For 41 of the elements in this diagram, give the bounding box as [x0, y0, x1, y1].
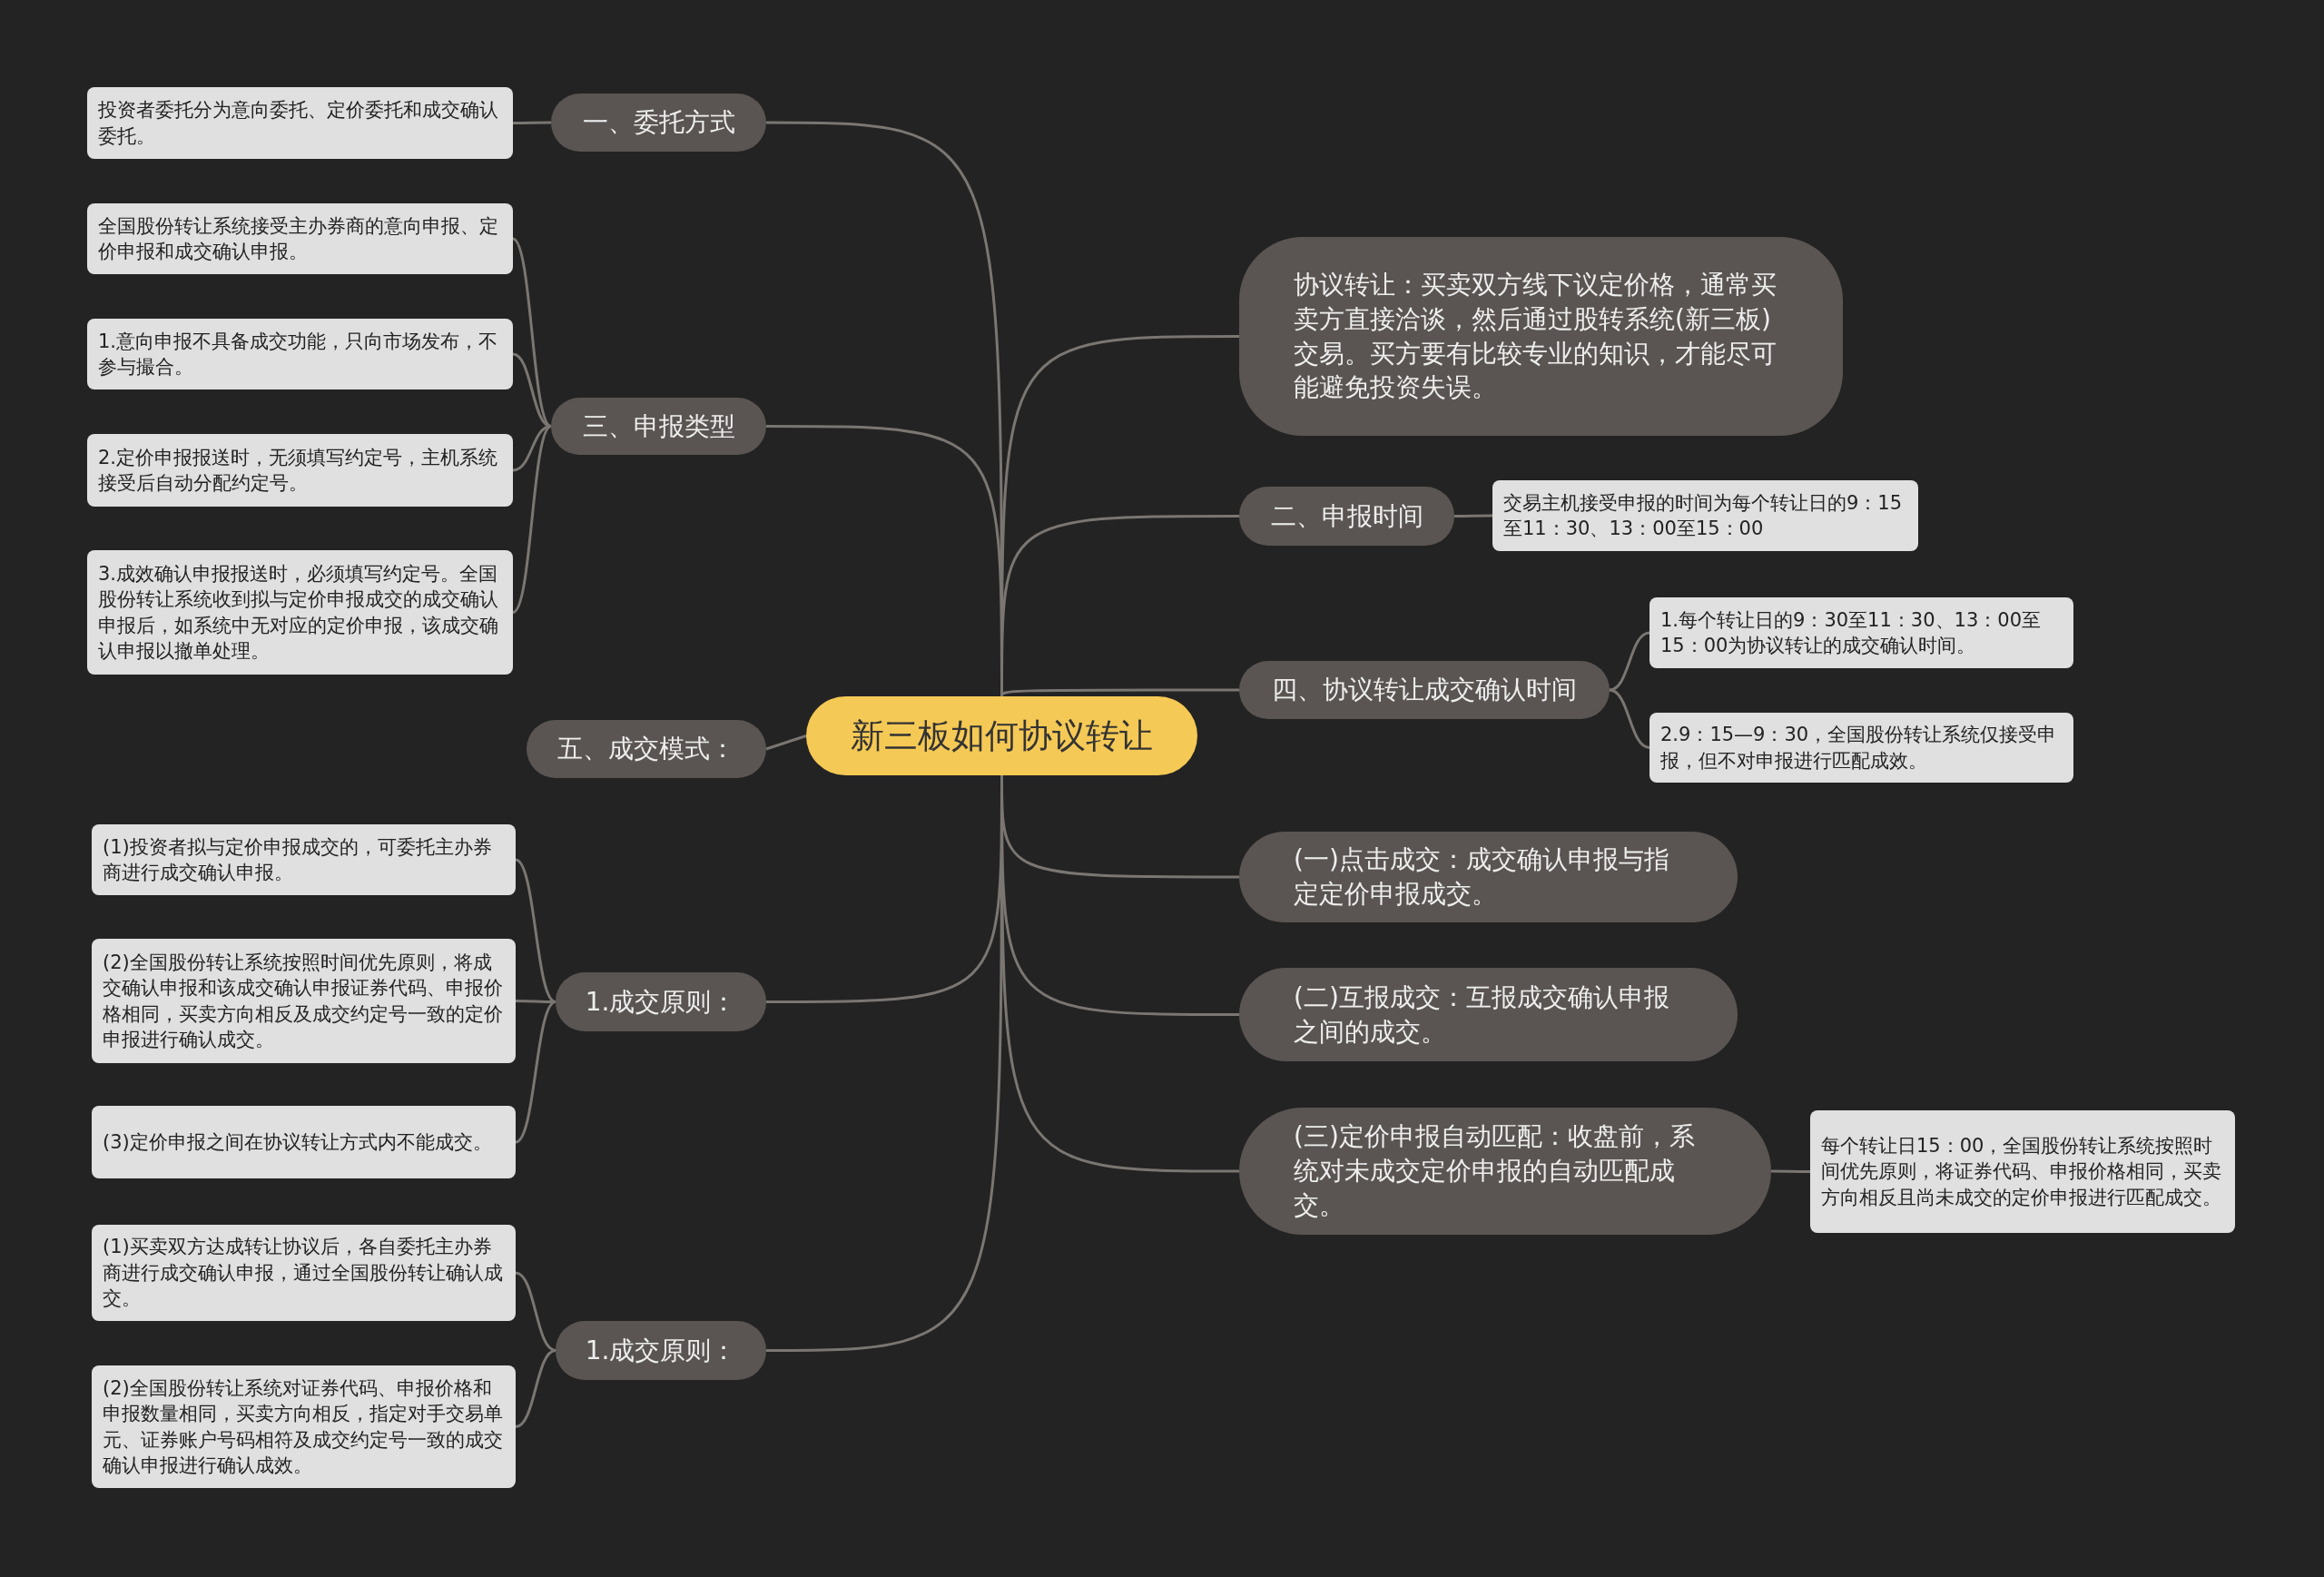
- topic-bubble: (三)定价申报自动匹配：收盘前，系统对未成交定价申报的自动匹配成交。: [1239, 1108, 1771, 1235]
- topic-bubble: (二)互报成交：互报成交确认申报之间的成交。: [1239, 968, 1738, 1061]
- connector-line: [765, 734, 807, 751]
- topic-bubble: (一)点击成交：成交确认申报与指定定价申报成交。: [1239, 832, 1738, 922]
- note-card: (2)全国股份转让系统对证券代码、申报价格和申报数量相同，买卖方向相反，指定对手交易单元、证券账户号码相符及成交约定号一致的成交确认申报进行确认成效。: [92, 1365, 516, 1488]
- branch-topic: 一、委托方式: [551, 94, 766, 152]
- connector-line: [1771, 1169, 1810, 1173]
- note-card: (1)买卖双方达成转让协议后，各自委托主办券商进行成交确认申报，通过全国股份转让确认成交。: [92, 1225, 516, 1321]
- connector-line: [515, 1271, 556, 1352]
- connector-line: [512, 425, 552, 472]
- connector-line: [1000, 688, 1239, 697]
- note-card: (2)全国股份转让系统按照时间优先原则，将成交确认申报和该成交确认申报证券代码、申报价格相同，买卖方向相反及成交约定号一致的定价申报进行确认成交。: [92, 939, 516, 1063]
- branch-topic: 1.成交原则：: [556, 972, 766, 1031]
- note-card: 3.成效确认申报报送时，必须填写约定号。全国股份转让系统收到拟与定价申报成交的成交确认申报后，如系统中无对应的定价申报，该成交确认申报以撤单处理。: [87, 550, 513, 675]
- note-card: 1.意向申报不具备成交功能，只向市场发布，不参与撮合。: [87, 319, 513, 389]
- note-card: 投资者委托分为意向委托、定价委托和成交确认委托。: [87, 87, 513, 159]
- branch-topic: 三、申报类型: [551, 398, 766, 455]
- connector-line: [1609, 631, 1650, 692]
- branch-topic: 1.成交原则：: [556, 1321, 766, 1380]
- connector-line: [515, 858, 556, 1003]
- connector-line: [512, 237, 552, 428]
- note-card: 全国股份转让系统接受主办券商的意向申报、定价申报和成交确认申报。: [87, 203, 513, 274]
- note-card: 2.9：15—9：30，全国股份转让系统仅接受申报，但不对申报进行匹配成效。: [1649, 713, 2073, 783]
- note-card: 交易主机接受申报的时间为每个转让日的9：15至11：30、13：00至15：00: [1492, 480, 1918, 551]
- note-card: 2.定价申报报送时，无须填写约定号，主机系统接受后自动分配约定号。: [87, 434, 513, 507]
- branch-topic: 五、成交模式：: [527, 720, 766, 778]
- note-card: 1.每个转让日的9：30至11：30、13：00至15：00为协议转让的成交确认时间。: [1649, 597, 2073, 668]
- branch-topic: 四、协议转让成交确认时间: [1239, 661, 1610, 719]
- branch-topic: 二、申报时间: [1239, 487, 1454, 546]
- connector-line: [1454, 514, 1492, 517]
- connector-line: [515, 1349, 556, 1428]
- central-topic: 新三板如何协议转让: [806, 696, 1197, 775]
- note-card: (3)定价申报之间在协议转让方式内不能成交。: [92, 1106, 516, 1178]
- connector-line: [1609, 688, 1650, 749]
- note-card: (1)投资者拟与定价申报成交的，可委托主办券商进行成交确认申报。: [92, 824, 516, 895]
- connector-line: [513, 121, 551, 124]
- topic-bubble: 协议转让：买卖双方线下议定价格，通常买卖方直接洽谈，然后通过股转系统(新三板)交易。买方要有比较专业的知识，才能尽可能避免投资失误。: [1239, 237, 1843, 436]
- connector-line: [515, 1000, 556, 1144]
- connector-line: [512, 425, 552, 614]
- connector-line: [512, 352, 552, 428]
- note-card: 每个转让日15：00，全国股份转让系统按照时间优先原则，将证券代码、申报价格相同，买卖方向相反且尚未成交的定价申报进行匹配成交。: [1810, 1110, 2235, 1233]
